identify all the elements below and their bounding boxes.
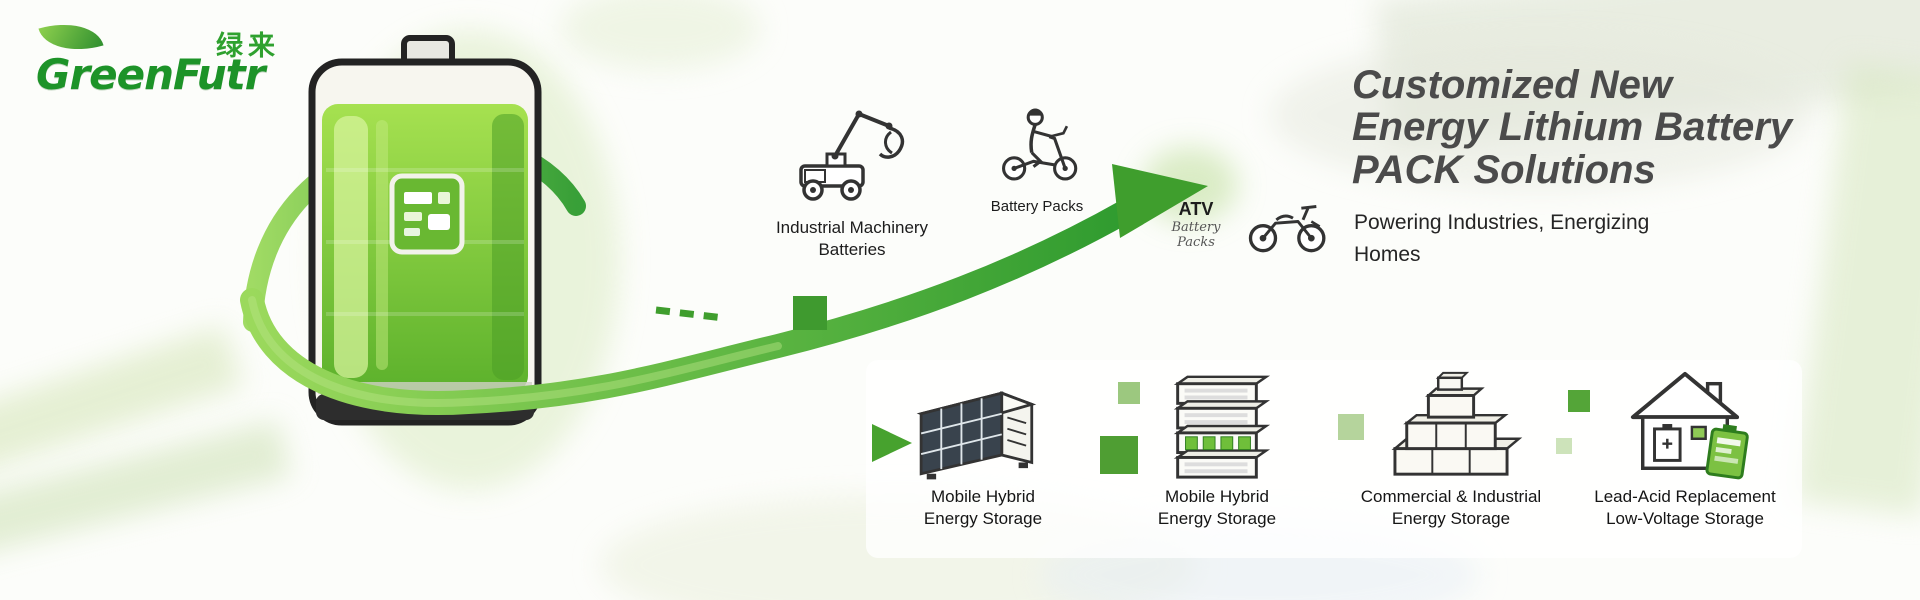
storage-panel: Mobile Hybrid Energy Storage (866, 360, 1802, 558)
headline-block: Customized New Energy Lithium Battery PA… (1352, 64, 1862, 270)
application-label: Battery Packs (990, 198, 1084, 215)
battery-badge (389, 173, 465, 255)
application-item-industrial-machinery: Industrial Machinery Batteries (760, 86, 944, 261)
headline-title: Customized New Energy Lithium Battery PA… (1352, 63, 1793, 192)
scooter-icon (1002, 108, 1078, 181)
storage-item-label: Lead-Acid Replacement Low-Voltage Storag… (1594, 487, 1776, 528)
storage-item-mobile-hybrid-1: Mobile Hybrid Energy Storage (866, 360, 1100, 558)
battery-illustration (308, 35, 542, 426)
battery-rack-icon (1173, 375, 1271, 479)
application-sublabel: Battery Packs (1171, 219, 1221, 250)
stacked-crates-icon (1391, 371, 1523, 476)
storage-item-commercial-industrial: Commercial & Industrial Energy Storage (1334, 360, 1568, 558)
atv-icon (1248, 205, 1326, 253)
application-item-battery-packs: Battery Packs (962, 98, 1112, 217)
storage-item-label: Commercial & Industrial Energy Storage (1360, 487, 1542, 528)
application-label: Industrial Machinery Batteries (775, 218, 929, 260)
headline-subtitle: Powering Industries, Energizing Homes (1354, 211, 1650, 266)
logo-chinese-text: 绿来 (216, 31, 280, 61)
solar-container-icon (916, 391, 1037, 480)
storage-item-mobile-hybrid-2: Mobile Hybrid Energy Storage (1100, 360, 1334, 558)
greenfutr-logo[interactable]: GreenFutr 绿来 (36, 12, 336, 120)
application-item-atv: ATV Battery Packs (1158, 180, 1338, 268)
storage-item-label: Mobile Hybrid Energy Storage (923, 487, 1043, 528)
house-battery-icon (1630, 371, 1749, 480)
storage-item-label: Mobile Hybrid Energy Storage (1157, 487, 1277, 528)
industrial-machinery-icon (799, 110, 905, 201)
dashed-connector (655, 306, 725, 322)
swoosh-ring-back (243, 129, 586, 332)
storage-item-lead-acid-replacement: Lead-Acid Replacement Low-Voltage Storag… (1568, 360, 1802, 558)
application-label: ATV (1178, 198, 1214, 219)
logo-text: GreenFutr (36, 50, 265, 99)
